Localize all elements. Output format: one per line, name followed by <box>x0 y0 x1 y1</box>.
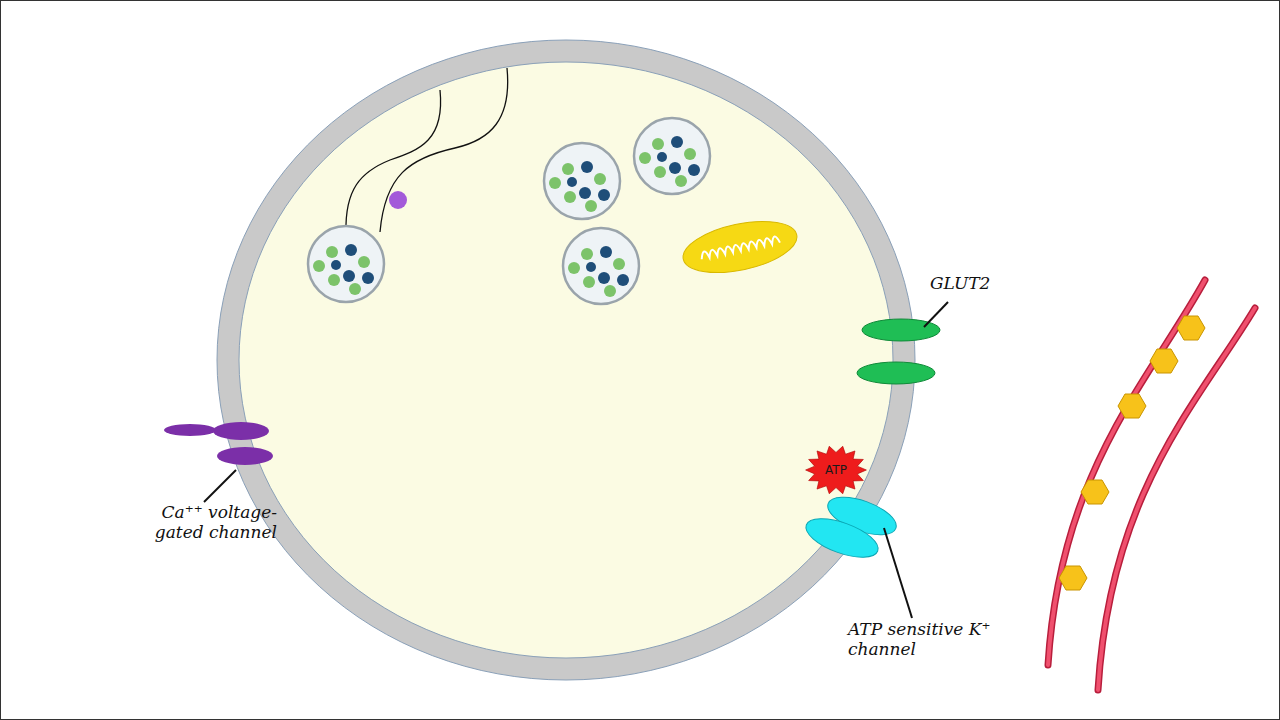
leader-line <box>204 470 236 502</box>
katp-channel <box>801 511 883 565</box>
insulin-vesicle <box>563 228 639 304</box>
channel-label: ATP sensitive K⁺ channel <box>848 620 998 659</box>
microtubule <box>380 68 508 232</box>
atp-star: ATP <box>805 445 867 495</box>
calcium-channel <box>217 447 273 465</box>
calcium-channel <box>164 424 216 436</box>
channel-label: Ca⁺⁺ voltage-gated channel <box>132 503 277 542</box>
cytoplasm <box>239 62 893 658</box>
molecule-label: ATP <box>825 463 847 477</box>
leader-line <box>924 302 948 327</box>
glut2-transporter <box>857 362 935 384</box>
cell-membrane <box>217 40 915 680</box>
transporter-label: GLUT2 <box>930 274 1050 294</box>
blood-vessel-wall <box>1098 308 1255 690</box>
calcium-channel <box>213 422 269 440</box>
leader-line <box>884 528 912 618</box>
insulin-vesicle <box>634 118 710 194</box>
mitochondrion <box>678 212 801 281</box>
blood-vessel-wall <box>1048 280 1205 665</box>
microtubule <box>346 90 441 232</box>
glucose-molecule <box>1059 316 1205 590</box>
insulin-vesicle <box>544 143 620 219</box>
motor-protein <box>389 191 407 209</box>
insulin-vesicle <box>308 226 384 302</box>
blood-vessel-wall <box>1098 308 1255 690</box>
blood-vessel-wall <box>1048 280 1205 665</box>
